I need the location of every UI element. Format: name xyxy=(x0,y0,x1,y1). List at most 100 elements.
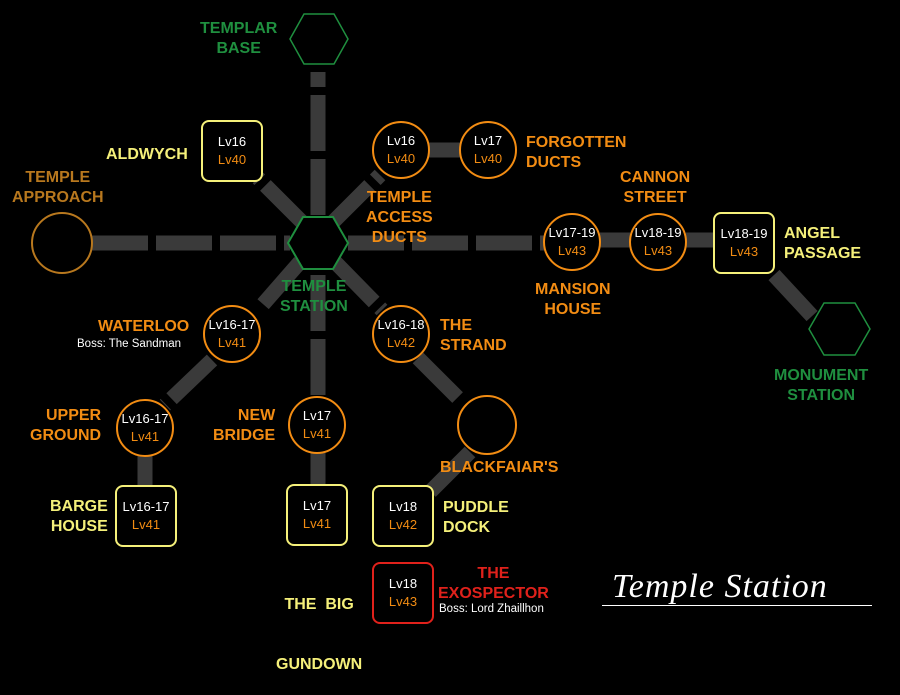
mansion-house-node[interactable]: Lv17-19 Lv43 xyxy=(543,213,601,271)
waterloo-label: WATERLOO xyxy=(98,318,190,335)
new-bridge-label: NEW BRIDGE xyxy=(213,406,275,446)
forgotten-ducts-label-line1: FORGOTTEN xyxy=(526,134,627,151)
corridor-station-strand xyxy=(329,256,388,316)
cannon-street-node[interactable]: Lv18-19 Lv43 xyxy=(629,213,687,271)
monument-station-label: MONUMENT STATION xyxy=(774,366,868,406)
temple-station-hub-icon[interactable] xyxy=(286,216,350,270)
monument-station-label-line1: MONUMENT xyxy=(774,367,869,384)
cannon-street-level: Lv18-19 xyxy=(634,225,682,240)
templar-base-label-line1: TEMPLAR xyxy=(200,20,278,37)
temple-station-label-line2: STATION xyxy=(280,298,348,315)
upper-ground-label: UPPER GROUND xyxy=(30,406,101,446)
blackfaiars-node-icon[interactable] xyxy=(457,395,517,455)
monument-station-hub-icon[interactable] xyxy=(808,302,871,356)
angel-passage-level: Lv18-19 xyxy=(720,226,768,241)
the-big-gundown-rec-level: Lv41 xyxy=(302,516,332,531)
angel-passage-label: ANGEL PASSAGE xyxy=(784,224,861,264)
puddle-dock-node[interactable]: Lv18 Lv42 xyxy=(372,485,434,547)
the-strand-label-line2: STRAND xyxy=(440,337,507,354)
monument-station-label-line2: STATION xyxy=(787,387,856,404)
upper-ground-label-line1: UPPER xyxy=(45,407,102,424)
temple-approach-node-icon[interactable] xyxy=(31,212,93,274)
corridor-angel-monument xyxy=(768,269,831,336)
waterloo-node[interactable]: Lv16-17 Lv41 xyxy=(203,305,261,363)
angel-passage-label-line1: ANGEL xyxy=(784,225,840,242)
the-big-gundown-node[interactable]: Lv17 Lv41 xyxy=(286,484,348,546)
puddle-dock-rec-level: Lv42 xyxy=(388,517,418,532)
the-exospector-label-line2: EXOSPECTOR xyxy=(438,585,549,602)
aldwych-node[interactable]: Lv16 Lv40 xyxy=(201,120,263,182)
barge-house-label: BARGE HOUSE xyxy=(50,497,108,537)
the-exospector-rec-level: Lv43 xyxy=(388,594,418,609)
the-exospector-node[interactable]: Lv18 Lv43 xyxy=(372,562,434,624)
temple-access-ducts-label-line1: TEMPLE xyxy=(366,189,432,206)
temple-station-label-line1: TEMPLE xyxy=(281,278,347,295)
the-strand-label-line1: THE xyxy=(440,317,472,334)
angel-passage-rec-level: Lv43 xyxy=(729,244,759,259)
connectors xyxy=(92,72,831,498)
angel-passage-label-line2: PASSAGE xyxy=(784,245,862,262)
corridor-waterloo-upper xyxy=(159,354,218,411)
forgotten-ducts-node[interactable]: Lv17 Lv40 xyxy=(459,121,517,179)
mansion-house-level: Lv17-19 xyxy=(548,225,596,240)
blackfaiars-label: BLACKFAIAR'S xyxy=(440,459,559,476)
corridor-station-aldwych xyxy=(252,172,311,231)
station-map xyxy=(31,13,871,498)
cannon-street-label-line2: STREET xyxy=(623,189,687,206)
temple-access-ducts-label: TEMPLE ACCESS DUCTS xyxy=(366,188,433,248)
new-bridge-node[interactable]: Lv17 Lv41 xyxy=(288,396,346,454)
cannon-street-label-line1: CANNON xyxy=(620,169,691,186)
puddle-dock-label: PUDDLE DOCK xyxy=(443,498,509,538)
the-big-gundown-level: Lv17 xyxy=(302,498,332,513)
templar-base-hub-icon[interactable] xyxy=(289,13,349,65)
puddle-dock-label-line1: PUDDLE xyxy=(443,499,509,516)
the-strand-node[interactable]: Lv16-18 Lv42 xyxy=(372,305,430,363)
temple-approach-label: TEMPLE APPROACH xyxy=(12,168,104,208)
new-bridge-label-line2: BRIDGE xyxy=(213,427,276,444)
puddle-dock-level: Lv18 xyxy=(388,499,418,514)
cannon-street-rec-level: Lv43 xyxy=(643,243,673,258)
aldwych-level: Lv16 xyxy=(217,134,247,149)
waterloo-rec-level: Lv41 xyxy=(217,335,247,350)
temple-access-ducts-level: Lv16 xyxy=(386,133,416,148)
corridor-station-waterloo xyxy=(252,257,306,315)
new-bridge-rec-level: Lv41 xyxy=(302,426,332,441)
cannon-street-label: CANNON STREET xyxy=(620,168,690,208)
barge-house-label-line1: BARGE xyxy=(50,498,108,515)
barge-house-rec-level: Lv41 xyxy=(131,517,161,532)
barge-house-node[interactable]: Lv16-17 Lv41 xyxy=(115,485,177,547)
forgotten-ducts-level: Lv17 xyxy=(473,133,503,148)
mansion-house-label-line1: MANSION xyxy=(535,281,611,298)
waterloo-boss-text: Boss: The Sandman xyxy=(77,338,181,350)
temple-access-ducts-label-line2: ACCESS xyxy=(366,209,433,226)
temple-approach-label-line2: APPROACH xyxy=(12,189,104,206)
temple-access-ducts-rec-level: Lv40 xyxy=(386,151,416,166)
puddle-dock-label-line2: DOCK xyxy=(443,519,491,536)
waterloo-level: Lv16-17 xyxy=(208,317,256,332)
new-bridge-level: Lv17 xyxy=(302,408,332,423)
the-strand-rec-level: Lv42 xyxy=(386,335,416,350)
templar-base-label: TEMPLAR BASE xyxy=(200,19,277,59)
the-strand-label: THE STRAND xyxy=(440,316,507,356)
temple-access-ducts-node[interactable]: Lv16 Lv40 xyxy=(372,121,430,179)
upper-ground-node[interactable]: Lv16-17 Lv41 xyxy=(116,399,174,457)
temple-station-label: TEMPLE STATION xyxy=(280,277,348,317)
corridor-strand-blackfaiars xyxy=(412,352,468,408)
corridor-station-ducts xyxy=(324,169,386,231)
the-exospector-level: Lv18 xyxy=(388,576,418,591)
forgotten-ducts-rec-level: Lv40 xyxy=(473,151,503,166)
mansion-house-label: MANSION HOUSE xyxy=(535,280,611,320)
map-title: Temple Station xyxy=(612,568,828,605)
angel-passage-node[interactable]: Lv18-19 Lv43 xyxy=(713,212,775,274)
new-bridge-label-line1: NEW xyxy=(237,407,276,424)
barge-house-label-line2: HOUSE xyxy=(50,518,108,535)
mansion-house-rec-level: Lv43 xyxy=(557,243,587,258)
the-big-gundown-label-line2: GUNDOWN xyxy=(276,656,363,673)
forgotten-ducts-label-line2: DUCTS xyxy=(526,154,582,171)
upper-ground-level: Lv16-17 xyxy=(121,411,169,426)
aldwych-rec-level: Lv40 xyxy=(217,152,247,167)
the-exospector-boss-text: Boss: Lord Zhaillhon xyxy=(439,603,544,615)
upper-ground-label-line2: GROUND xyxy=(30,427,102,444)
barge-house-level: Lv16-17 xyxy=(122,499,170,514)
templar-base-label-line2: BASE xyxy=(216,40,261,57)
